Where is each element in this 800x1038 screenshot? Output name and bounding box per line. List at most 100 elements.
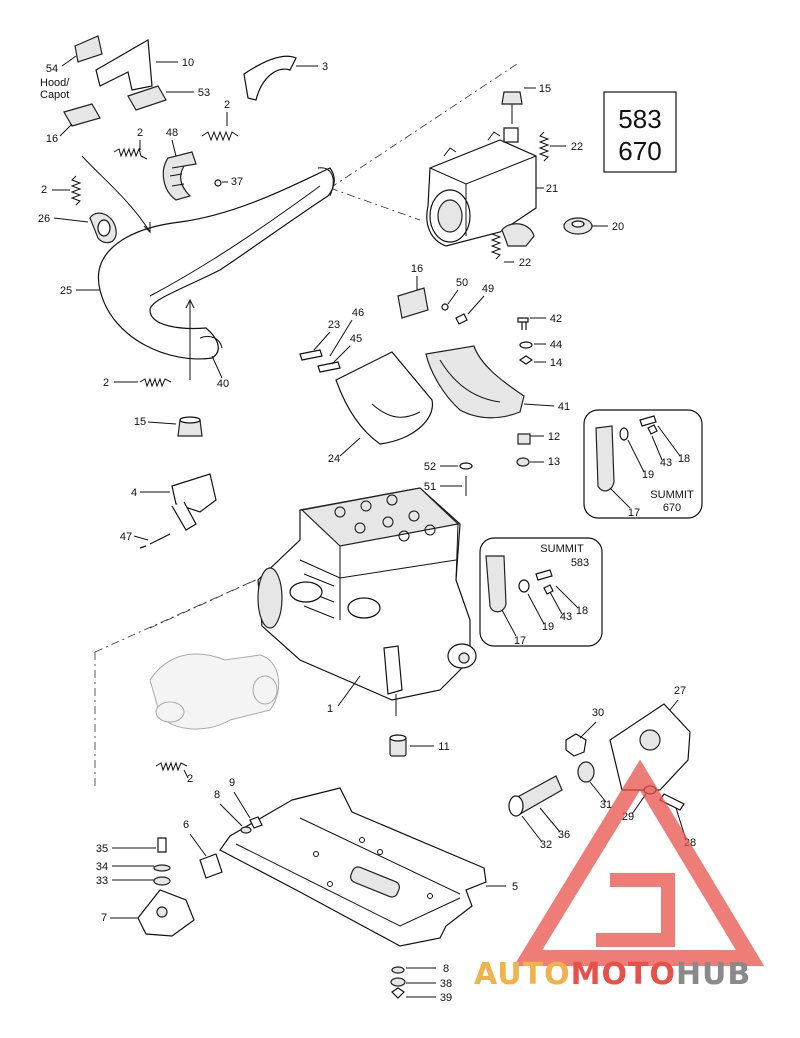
callout-p21: 21 (546, 183, 558, 195)
spring-2a (201, 130, 239, 142)
leader-line-p18a (657, 425, 681, 457)
callout-p42: 42 (550, 313, 562, 325)
callout-p20: 20 (612, 221, 624, 233)
callout-p2e: 2 (187, 773, 193, 785)
callout-p2a: 2 (224, 99, 230, 111)
callout-p16b: 16 (411, 263, 423, 275)
callout-p46: 46 (352, 307, 364, 319)
callout-p1: 1 (327, 703, 333, 715)
callout-p32: 32 (540, 839, 552, 851)
callout-p25: 25 (60, 285, 72, 297)
callout-p50: 50 (456, 277, 468, 289)
leader-line-p8a (219, 803, 243, 827)
callout-p7: 7 (101, 912, 107, 924)
rear-mount-7 (137, 816, 406, 999)
leader-line-p54 (61, 55, 77, 67)
callout-p49: 49 (482, 283, 494, 295)
leader-line-p17b (501, 609, 517, 637)
callout-p53: 53 (198, 87, 210, 99)
callout-p45: 45 (350, 333, 362, 345)
callout-p10: 10 (182, 57, 194, 69)
callout-p12: 12 (548, 431, 560, 443)
watermark-auto: AUTOMOTOHUB (474, 957, 751, 992)
spring-2b (113, 147, 148, 160)
callout-p36: 36 (558, 829, 570, 841)
gasket-26 (89, 212, 117, 244)
summit-670-model: 670 (663, 502, 681, 514)
spacer-11 (389, 734, 407, 757)
leader-line-p19b (527, 593, 545, 625)
callout-p33: 33 (96, 875, 108, 887)
leader-line-p36 (539, 807, 561, 833)
tuned-pipe-25 (81, 155, 335, 380)
leader-line-p6 (189, 833, 207, 857)
leader-line-p32 (521, 815, 543, 843)
leader-line-p48 (171, 139, 177, 157)
callout-p40: 40 (217, 378, 229, 390)
spring-22b (490, 229, 502, 260)
callout-p6: 6 (183, 819, 189, 831)
callout-p41: 41 (558, 401, 570, 413)
leader-line-p30 (579, 721, 597, 739)
model-670: 670 (618, 136, 661, 166)
leader-line-p40 (211, 355, 223, 379)
callout-p9: 9 (229, 777, 235, 789)
leader-line-p43a (651, 435, 663, 461)
callout-p5: 5 (512, 881, 518, 893)
callout-p23: 23 (328, 319, 340, 331)
callout-p27: 27 (674, 685, 686, 697)
hardware-column (397, 287, 534, 496)
summit-583-model: 583 (571, 557, 589, 569)
callout-p31: 31 (600, 799, 612, 811)
callout-p52: 52 (424, 461, 436, 473)
leader-line-p16a (59, 123, 73, 137)
callout-p54: 54 (46, 63, 58, 75)
callout-p19a: 19 (642, 469, 654, 481)
leader-line-p29 (631, 793, 647, 815)
callout-p38: 38 (440, 978, 452, 990)
callout-p43a: 43 (660, 457, 672, 469)
callout-p3: 3 (322, 61, 328, 73)
callout-p47: 47 (120, 531, 132, 543)
callout-p13: 13 (548, 456, 560, 468)
spring-2c (70, 175, 82, 206)
callout-p17b: 17 (514, 635, 526, 647)
callout-p11: 11 (438, 741, 449, 753)
summit-670-title: SUMMIT (650, 489, 694, 501)
engine-1 (257, 487, 477, 716)
callout-p17a: 17 (628, 507, 640, 519)
leader-line-p9 (233, 791, 251, 819)
spring-22a (538, 131, 550, 162)
callout-p2b: 2 (137, 127, 143, 139)
leader-line-p49 (467, 295, 485, 315)
mount-41 (425, 345, 525, 419)
pad-53 (127, 85, 167, 111)
elbow-48 (162, 151, 222, 201)
leader-line-p43b (549, 591, 563, 615)
callout-p8a: 8 (214, 789, 220, 801)
hood-pads (63, 35, 297, 127)
leader-line-p2e (183, 769, 189, 779)
callout-p19b: 19 (542, 621, 554, 633)
callout-p4: 4 (131, 487, 137, 499)
callout-p16a: 16 (46, 133, 58, 145)
callout-p14: 14 (550, 357, 562, 369)
callout-p39: 39 (440, 992, 452, 1004)
leader-line-p27 (669, 699, 679, 711)
callout-p2d: 2 (103, 377, 109, 389)
callout-p35: 35 (96, 843, 108, 855)
callout-p30: 30 (592, 707, 604, 719)
model-box: 583 670 (603, 91, 677, 173)
hood-caption: Hood/ (40, 77, 70, 89)
leader-line-p1 (337, 675, 361, 707)
springs (70, 130, 550, 772)
leader-line-p50 (447, 289, 459, 305)
callout-p15a: 15 (539, 83, 551, 95)
callout-p26: 26 (38, 213, 50, 225)
leader-line-p31 (589, 781, 607, 803)
leader-line-p24 (339, 437, 361, 457)
leader-line-p26 (53, 217, 89, 223)
callout-p37: 37 (231, 176, 243, 188)
